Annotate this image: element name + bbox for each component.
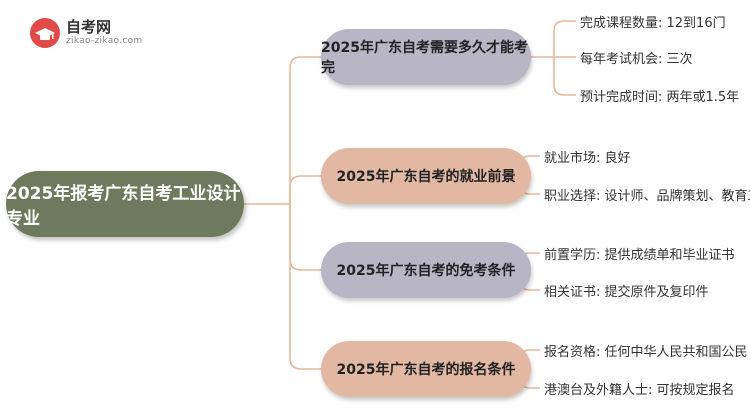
root-node[interactable]: 2025年报考广东自考工业设计专业	[6, 171, 244, 237]
leaf-connector-1-3	[553, 57, 576, 96]
branch-node-duration[interactable]: 2025年广东自考需要多久才能考完	[321, 29, 531, 85]
branch-connector-1	[289, 56, 321, 204]
branch-node-registration[interactable]: 2025年广东自考的报名条件	[321, 341, 531, 397]
leaf-career-options: 职业选择: 设计师、品牌策划、教育工作	[544, 189, 750, 204]
leaf-related-certificates: 相关证书: 提交原件及复印件	[544, 285, 709, 300]
site-logo[interactable]: 自考网 zikao-zikao.com	[30, 14, 150, 54]
logo-badge	[30, 18, 60, 48]
branch-node-employment[interactable]: 2025年广东自考的就业前景	[321, 148, 531, 204]
branch-connector-4	[289, 204, 321, 370]
leaf-exam-opportunities: 每年考试机会: 三次	[580, 52, 693, 67]
leaf-course-count: 完成课程数量: 12到16门	[580, 16, 726, 31]
logo-url: zikao-zikao.com	[66, 36, 143, 46]
leaf-prior-education: 前置学历: 提供成绩单和毕业证书	[544, 248, 735, 263]
branch-connector-2	[289, 175, 321, 204]
branch-connector-3	[289, 204, 321, 271]
leaf-eligibility: 报名资格: 任何中华人民共和国公民	[544, 345, 748, 360]
branch-node-exemption[interactable]: 2025年广东自考的免考条件	[321, 242, 531, 298]
leaf-foreign-applicants: 港澳台及外籍人士: 可按规定报名	[544, 383, 735, 398]
logo-title: 自考网	[66, 18, 112, 36]
graduation-cap-icon	[35, 28, 55, 40]
leaf-connector-1-1	[553, 20, 576, 57]
leaf-completion-time: 预计完成时间: 两年或1.5年	[580, 90, 740, 105]
leaf-job-market: 就业市场: 良好	[544, 151, 631, 166]
